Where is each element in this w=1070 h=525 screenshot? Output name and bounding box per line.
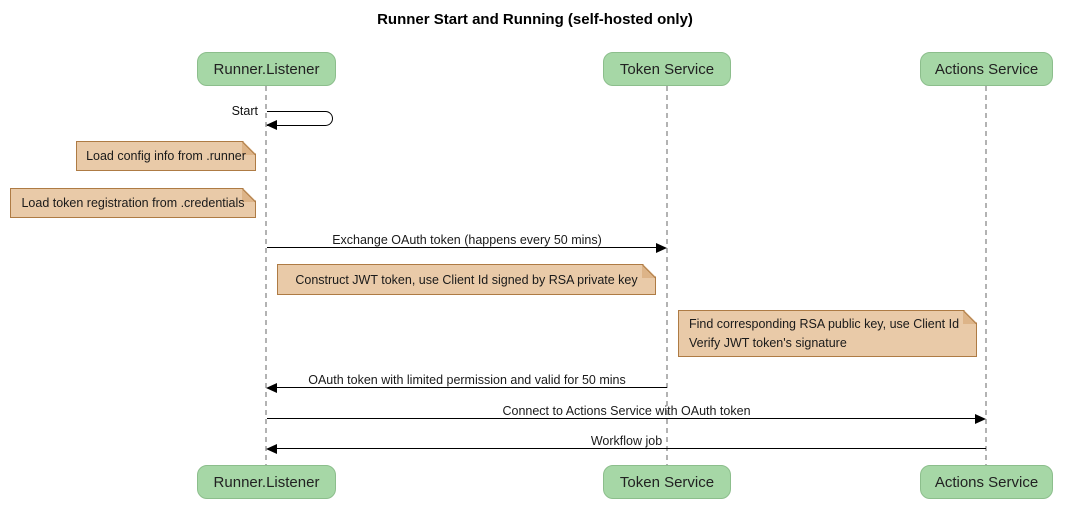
message-label-connect: Connect to Actions Service with OAuth to… — [502, 404, 751, 418]
message-line-exchange-oauth — [267, 247, 657, 248]
participant-actions-service-bottom: Actions Service — [920, 465, 1053, 499]
message-line-connect — [267, 418, 976, 419]
diagram-title: Runner Start and Running (self-hosted on… — [377, 11, 693, 28]
note-load-token-registration: Load token registration from .credential… — [10, 188, 256, 218]
arrowhead-oauth-return — [266, 383, 277, 393]
note-load-config-text: Load config info from .runner — [86, 149, 246, 163]
note-verify-jwt-line2: Verify JWT token's signature — [689, 335, 847, 350]
participant-token-service-top: Token Service — [603, 52, 731, 86]
lifeline-token-service — [666, 86, 668, 465]
message-line-workflow-job — [277, 448, 986, 449]
lifeline-actions-service — [985, 86, 987, 465]
participant-runner-listener-top: Runner.Listener — [197, 52, 336, 86]
self-message-loop — [267, 111, 333, 126]
message-label-exchange-oauth: Exchange OAuth token (happens every 50 m… — [332, 233, 602, 247]
arrowhead-workflow-job — [266, 444, 277, 454]
participant-runner-listener-bottom: Runner.Listener — [197, 465, 336, 499]
arrowhead-exchange-oauth — [656, 243, 667, 253]
message-label-start: Start — [231, 104, 258, 118]
note-load-token-registration-text: Load token registration from .credential… — [21, 196, 245, 210]
arrowhead-start — [266, 120, 277, 130]
note-verify-jwt: Find corresponding RSA public key, use C… — [678, 310, 977, 357]
note-verify-jwt-line1: Find corresponding RSA public key, use C… — [689, 317, 960, 332]
note-construct-jwt: Construct JWT token, use Client Id signe… — [277, 264, 656, 295]
message-label-oauth-return: OAuth token with limited permission and … — [308, 373, 626, 387]
arrowhead-connect — [975, 414, 986, 424]
note-load-config: Load config info from .runner — [76, 141, 256, 171]
note-construct-jwt-text: Construct JWT token, use Client Id signe… — [295, 272, 638, 287]
lifeline-runner-listener — [265, 86, 267, 465]
message-line-oauth-return — [277, 387, 667, 388]
message-label-workflow-job: Workflow job — [590, 434, 663, 448]
participant-token-service-bottom: Token Service — [603, 465, 731, 499]
participant-actions-service-top: Actions Service — [920, 52, 1053, 86]
